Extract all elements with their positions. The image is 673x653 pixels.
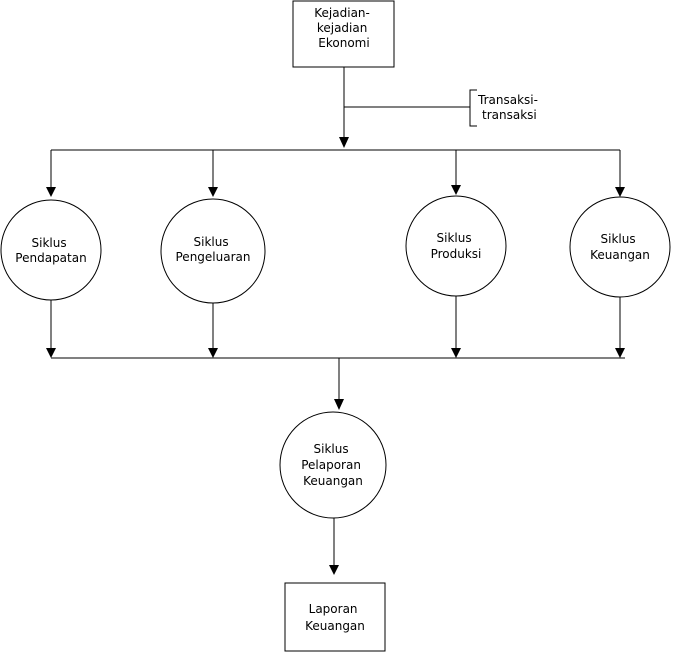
economic-events-line-3: Ekonomi <box>318 36 369 50</box>
transactions-line-1: Transaksi- <box>477 93 538 107</box>
reporting-cycle-line-2: Pelaporan <box>301 458 361 472</box>
svg-text:Transaksi- transaksi: Transaksi- transaksi <box>477 93 542 122</box>
finance-output-arrowhead <box>615 348 625 358</box>
drop-to-finance-arrowhead <box>615 187 625 197</box>
svg-text:Siklus Pendapatan: Siklus Pendapatan <box>15 236 86 265</box>
expenditure-cycle-node: Siklus Pengeluaran <box>160 198 266 304</box>
finance-cycle-line-2: Keuangan <box>590 248 650 262</box>
transactions-line-2: transaksi <box>482 108 537 122</box>
transactions-annotation: Transaksi- transaksi <box>344 89 542 127</box>
production-output-arrowhead <box>451 348 461 358</box>
svg-text:Siklus Pengeluaran: Siklus Pengeluaran <box>176 235 251 264</box>
revenue-cycle-node: Siklus Pendapatan <box>0 199 102 301</box>
finance-cycle-line-1: Siklus <box>601 232 636 246</box>
drop-to-production-arrowhead <box>451 185 461 195</box>
drop-to-revenue-arrowhead <box>46 187 56 197</box>
economic-events-box: Kejadian- kejadian Ekonomi <box>292 0 395 68</box>
expenditure-cycle-line-2: Pengeluaran <box>176 250 251 264</box>
svg-text:Kejadian- kejadian: Kejadian- kejadian Ekonomi <box>314 6 373 50</box>
reporting-cycle-line-1: Siklus <box>314 442 349 456</box>
finance-cycle-node: Siklus Keuangan <box>569 196 671 298</box>
report-output-arrowhead <box>329 565 339 575</box>
financial-report-box: Laporan Keuangan <box>284 582 386 652</box>
top-trunk-arrowhead <box>339 137 349 148</box>
financial-report-line-1: Laporan <box>309 602 358 616</box>
svg-text:Siklus Pelaporan K: Siklus Pelaporan Keuangan <box>301 442 365 488</box>
revenue-output-arrowhead <box>46 348 56 358</box>
svg-text:Siklus Produksi: Siklus Produksi <box>431 231 482 261</box>
revenue-cycle-line-1: Siklus <box>32 236 67 250</box>
production-cycle-line-1: Siklus <box>437 231 472 245</box>
financial-report-line-2: Keuangan <box>305 619 365 633</box>
production-cycle-node: Siklus Produksi <box>405 195 507 297</box>
economic-events-line-2: kejadian <box>317 21 368 35</box>
drop-to-expenditure-arrowhead <box>208 187 218 197</box>
production-cycle-line-2: Produksi <box>431 247 482 261</box>
svg-text:Siklus Keuangan: Siklus Keuangan <box>590 232 650 262</box>
reporting-input-arrowhead <box>334 399 344 410</box>
reporting-cycle-line-3: Keuangan <box>303 474 363 488</box>
reporting-cycle-node: Siklus Pelaporan Keuangan <box>279 411 387 519</box>
revenue-cycle-line-2: Pendapatan <box>15 251 86 265</box>
economic-events-line-1: Kejadian- <box>314 6 370 20</box>
expenditure-cycle-line-1: Siklus <box>194 235 229 249</box>
expenditure-output-arrowhead <box>208 348 218 358</box>
svg-text:Laporan Keuangan: Laporan Keuangan <box>305 602 365 633</box>
